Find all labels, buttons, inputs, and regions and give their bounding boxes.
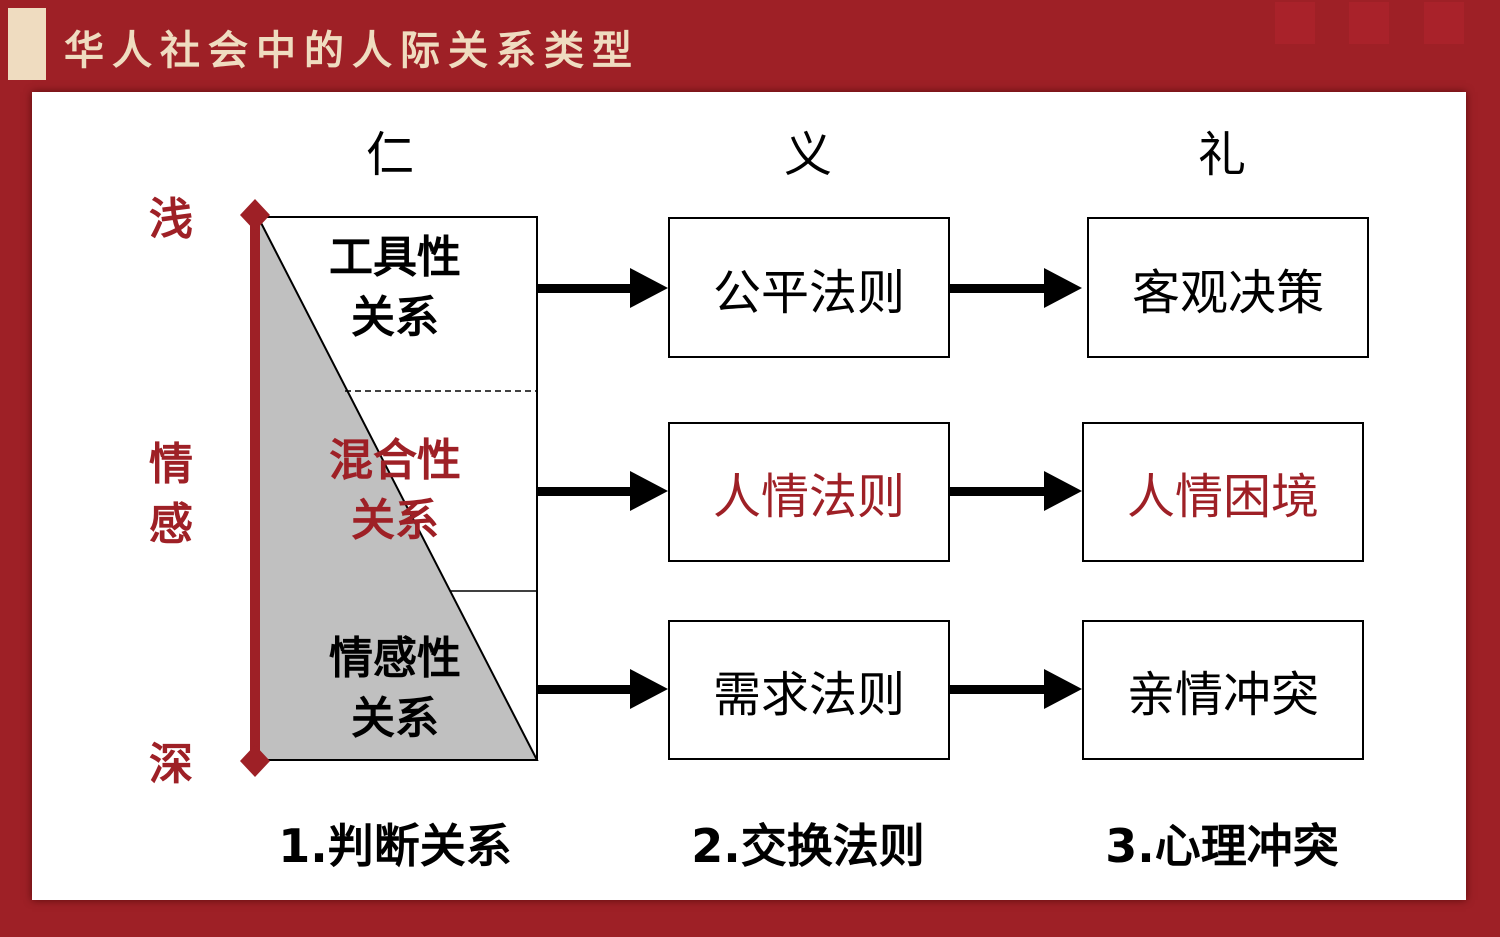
depth-axis-bar — [250, 215, 260, 760]
relation-instrumental: 工具性关系 — [329, 232, 461, 343]
outcome-box-objective: 客观决策 — [1087, 217, 1369, 358]
title-accent-block — [8, 8, 46, 80]
column-header-yi: 义 — [783, 127, 833, 183]
arrow-2a — [537, 471, 668, 511]
column-header-ren: 仁 — [365, 127, 415, 183]
decor-tile — [1275, 2, 1315, 44]
axis-label-shallow: 浅 — [149, 194, 193, 245]
arrow-3b — [949, 669, 1082, 709]
outcome-box-conflict: 亲情冲突 — [1082, 620, 1364, 760]
column-header-li: 礼 — [1197, 127, 1247, 183]
rule-box-need: 需求法则 — [668, 620, 950, 760]
axis-top-diamond — [240, 199, 270, 231]
arrows — [537, 268, 1082, 709]
arrow-2b — [949, 471, 1082, 511]
footer-label-3: 3.心理冲突 — [1105, 819, 1339, 873]
decor-tile — [1349, 2, 1389, 44]
relation-mixed: 混合性关系 — [329, 435, 461, 546]
rule-box-equity: 公平法则 — [668, 217, 950, 358]
arrow-3a — [537, 669, 668, 709]
rule-box-renqing: 人情法则 — [668, 422, 950, 562]
footer-label-1: 1.判断关系 — [278, 819, 512, 873]
axis-label-emotion-2: 感 — [149, 499, 193, 550]
footer-label-2: 2.交换法则 — [691, 819, 925, 873]
decor-tile — [1424, 2, 1464, 44]
arrow-1b — [949, 268, 1082, 308]
relation-expressive: 情感性关系 — [329, 633, 461, 744]
axis-label-emotion-1: 情 — [149, 439, 193, 490]
axis-bottom-diamond — [240, 745, 270, 777]
outcome-box-dilemma: 人情困境 — [1082, 422, 1364, 562]
slide-title: 华人社会中的人际关系类型 — [64, 28, 640, 74]
arrow-1a — [537, 268, 668, 308]
axis-label-deep: 深 — [149, 739, 193, 790]
